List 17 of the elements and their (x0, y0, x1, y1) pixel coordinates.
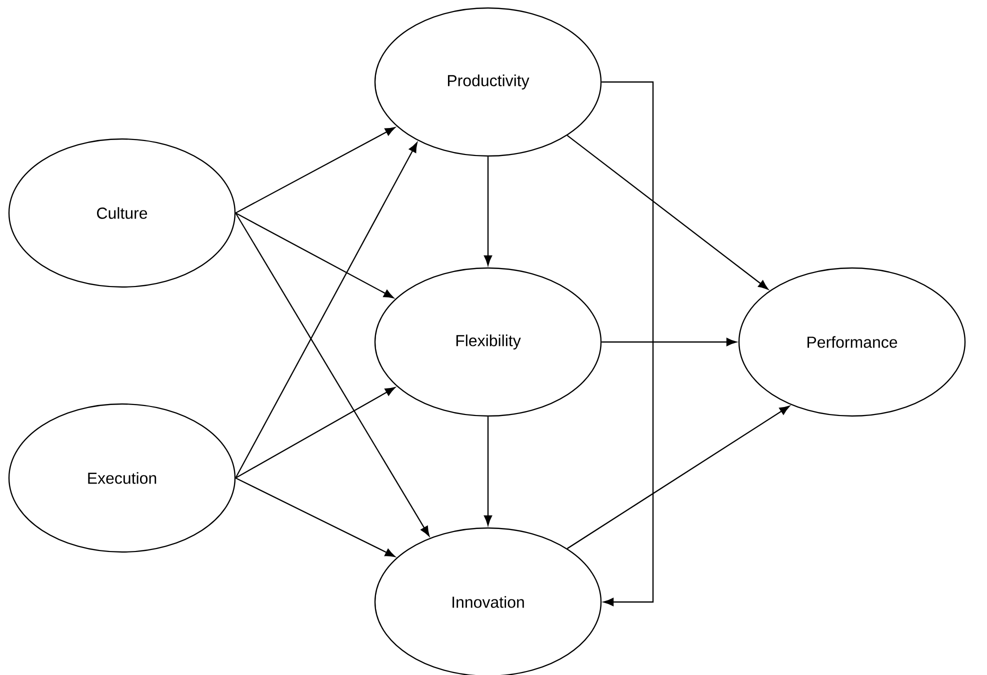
arrow (235, 212, 394, 298)
arrow (602, 81, 654, 606)
arrow (235, 477, 396, 558)
arrow (235, 387, 396, 479)
ellipse-node: Flexibility (374, 267, 602, 417)
arrow (235, 127, 396, 214)
arrow (484, 156, 492, 266)
ellipse-node: Performance (738, 267, 966, 417)
arrow (235, 212, 430, 536)
arrow (602, 338, 737, 346)
arrow (484, 416, 492, 526)
arrow (566, 406, 790, 550)
arrow (235, 142, 418, 478)
ellipse-node: Productivity (374, 7, 602, 157)
ellipse-node: Culture (8, 138, 236, 288)
ellipse-node: Execution (8, 403, 236, 553)
arrow (566, 134, 768, 290)
